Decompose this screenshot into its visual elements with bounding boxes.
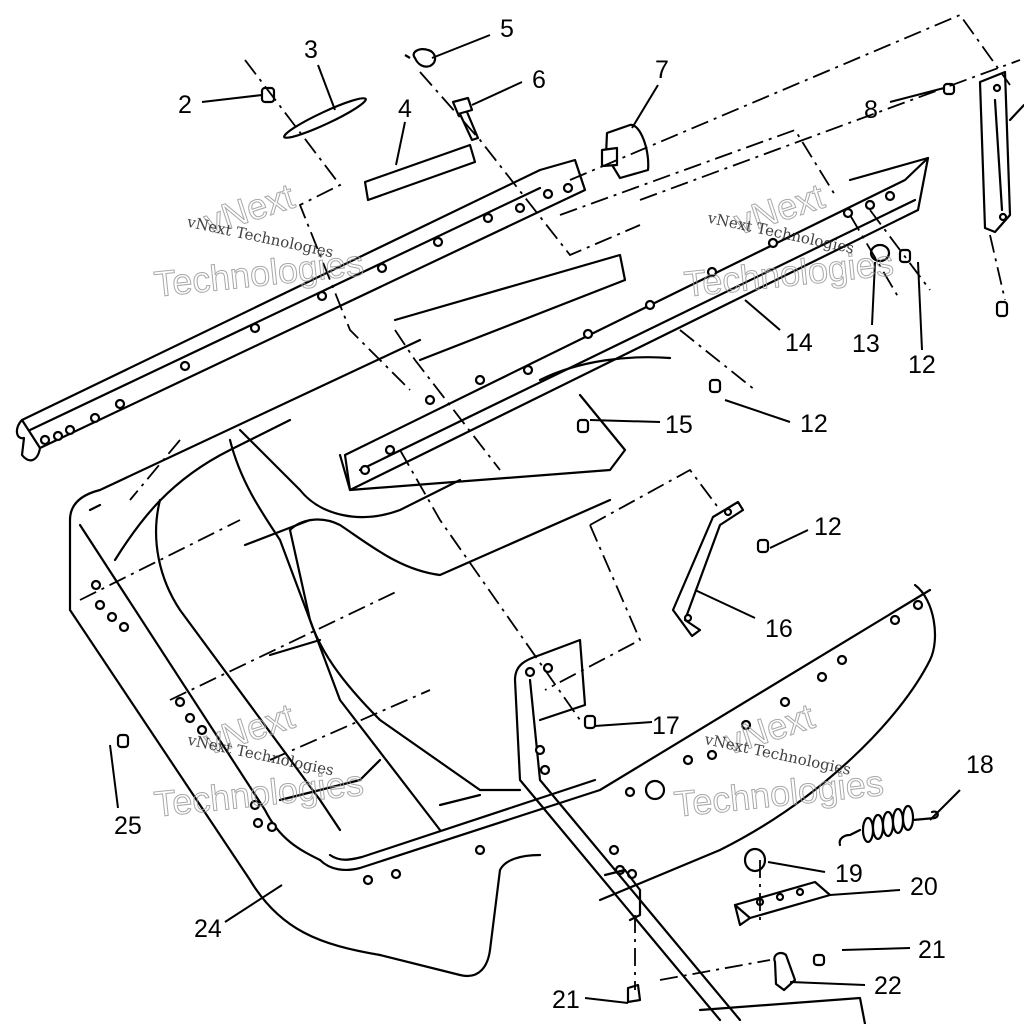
callout-12c: 12 [814,513,842,541]
callout-15: 15 [665,411,693,439]
callout-12a: 12 [908,351,936,379]
watermark-big-line2: Technologies [152,762,365,825]
callout-17: 17 [652,712,680,740]
side-bracket [978,70,1024,234]
upper-rail [15,158,587,462]
callout-20: 20 [910,873,938,901]
callout-13: 13 [852,330,880,358]
callout-19: 19 [835,860,863,888]
bracket-16 [671,500,745,638]
callout-4: 4 [398,95,412,123]
callout-14: 14 [785,329,813,357]
body-24 [68,338,937,978]
right-rail-14 [343,156,930,492]
leaders [109,34,961,1004]
callouts: 2 3 4 5 6 7 8 12 13 14 15 12 12 16 17 18… [114,15,994,1014]
callout-21a: 21 [918,936,946,964]
callout-21b: 21 [552,986,580,1014]
callout-25: 25 [114,812,142,840]
callout-2: 2 [178,91,192,119]
middle-panel [338,253,672,492]
callout-5: 5 [500,15,514,43]
front-pillar [513,638,867,1024]
plate-20 [733,880,832,927]
callout-8: 8 [864,96,878,124]
callout-22: 22 [874,972,902,1000]
callout-6: 6 [532,66,546,94]
callout-7: 7 [655,56,669,84]
callout-12b: 12 [800,410,828,438]
callout-16: 16 [765,615,793,643]
callout-3: 3 [304,36,318,64]
callout-24: 24 [194,915,222,943]
spring-18 [838,804,939,847]
hardware [116,48,1009,1004]
floor-pan [113,418,612,832]
callout-18: 18 [966,751,994,779]
assembly-lines [79,13,1021,990]
